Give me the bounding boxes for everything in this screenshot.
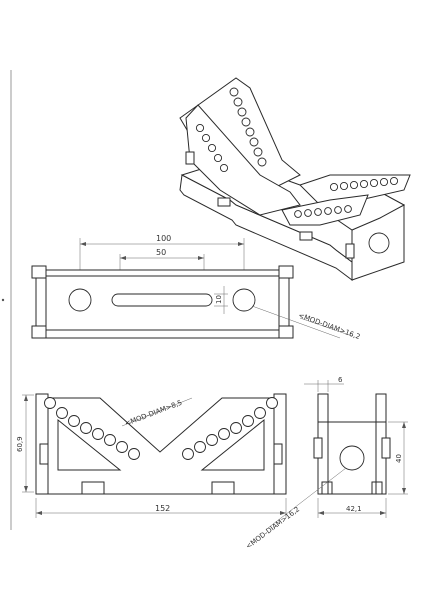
dim-end-hole-diameter: <MOD-DIAM>16,2: [244, 505, 301, 551]
side-left-slope-holes: [44, 397, 140, 460]
front-left-hole: [68, 288, 92, 312]
front-center-slot: [111, 293, 213, 307]
dim-end-width: 42,1: [346, 505, 362, 513]
isometric-view: [179, 77, 411, 281]
dim-end-tab-width: 6: [338, 376, 343, 384]
end-center-hole: [339, 445, 365, 471]
dim-side-height: 60,9: [16, 436, 24, 452]
dim-hole-spacing: 100: [156, 234, 171, 243]
dim-front-hole-diameter: <MOD-DIAM>16,2: [297, 311, 361, 341]
iso-front-plate-holes: [195, 123, 229, 173]
dim-end-height: 40: [395, 454, 403, 463]
side-right-slope-holes: [182, 397, 278, 460]
sheet-border-mark: [1, 298, 5, 302]
dim-slot-length: 50: [156, 248, 166, 257]
dim-slot-width: 10: [215, 295, 223, 304]
dim-side-hole-diameter: <MOD-DIAM>8,5: [124, 399, 183, 428]
front-right-hole: [232, 288, 256, 312]
iso-right-plate-holes: [329, 176, 399, 192]
side-view: 60,9: [16, 393, 287, 518]
iso-rear-plate-holes: [229, 87, 267, 167]
iso-lower-plate-holes: [294, 205, 352, 218]
dim-side-overall-width: 152: [155, 504, 170, 513]
